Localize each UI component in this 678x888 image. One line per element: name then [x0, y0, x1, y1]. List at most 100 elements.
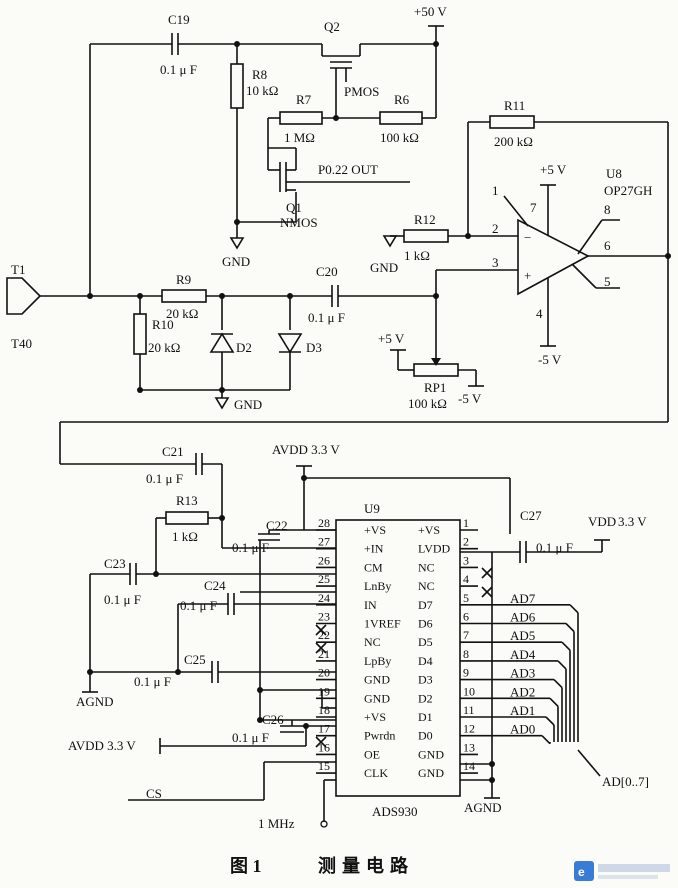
op-pin-1: 1 [492, 183, 499, 198]
pin-number: 9 [463, 666, 469, 680]
label-p5v-op: +5 V [540, 162, 567, 177]
label-c24: C24 [204, 578, 226, 593]
resistor-r11 [489, 115, 535, 129]
resistor-r13 [165, 511, 209, 525]
resistor-r6 [379, 111, 423, 125]
pin-number: 17 [318, 722, 330, 736]
label-u9: U9 [364, 501, 380, 516]
opamp-plus: + [524, 268, 531, 283]
pin-name: 1VREF [364, 617, 401, 631]
pin-number: 28 [318, 516, 330, 530]
pin-number: 6 [463, 610, 469, 624]
bus-line-label: AD4 [510, 647, 536, 662]
ground-symbol [229, 237, 245, 250]
label-r11: R11 [504, 98, 525, 113]
transducer-symbol [6, 277, 42, 315]
label-avdd-top: AVDD 3.3 V [272, 442, 340, 457]
pin-name: D3 [418, 673, 433, 687]
resistor-r12 [403, 229, 449, 243]
label-nmos: NMOS [280, 215, 318, 230]
pin-number: 14 [463, 759, 475, 773]
label-r10: R10 [152, 317, 174, 332]
label-c21: C21 [162, 444, 184, 459]
label-c26: C26 [262, 712, 284, 727]
value-r6: 100 kΩ [380, 130, 419, 145]
bus-line-label: AD7 [510, 591, 536, 606]
pin-name: GND [418, 766, 444, 780]
pin-number: 26 [318, 553, 330, 567]
label-op27: OP27GH [604, 183, 652, 198]
pin-number: 10 [463, 684, 475, 698]
pin-number: 7 [463, 628, 469, 642]
label-m5v-op: -5 V [538, 352, 562, 367]
label-rp1: RP1 [424, 380, 446, 395]
bus-line-label: AD6 [510, 610, 536, 625]
label-gnd-r12: GND [370, 260, 398, 275]
pin-name: NC [418, 579, 435, 593]
label-r13: R13 [176, 493, 198, 508]
label-u8: U8 [606, 166, 622, 181]
label-r7: R7 [296, 92, 312, 107]
value-c23: 0.1 μ F [104, 592, 141, 607]
pin-name: LVDD [418, 542, 451, 556]
pin-number: 24 [318, 591, 330, 605]
chip-ads930 [335, 519, 461, 797]
resistor-r7 [279, 111, 323, 125]
pin-name: D7 [418, 598, 433, 612]
value-c25: 0.1 μ F [134, 674, 171, 689]
label-d3: D3 [306, 340, 322, 355]
label-t40: T40 [11, 336, 32, 351]
pin-name: +VS [364, 523, 386, 537]
pin-number: 27 [318, 535, 330, 549]
resistor-r9 [161, 289, 207, 303]
pin-name: D0 [418, 729, 433, 743]
label-vdd: VDD [588, 514, 616, 529]
pin-number: 25 [318, 572, 330, 586]
diode-d2 [209, 332, 235, 353]
value-r13: 1 kΩ [172, 529, 198, 544]
value-c19: 0.1 μ F [160, 62, 197, 77]
label-agnd-right: AGND [464, 800, 502, 815]
bus-line-label: AD2 [510, 684, 535, 699]
nmos-q1 [237, 118, 410, 223]
pin-number: 22 [318, 628, 330, 642]
pin-name: CM [364, 560, 383, 574]
value-c20: 0.1 μ F [308, 310, 345, 325]
eeworld-logo: e [574, 861, 670, 881]
label-c19: C19 [168, 12, 190, 27]
op-pin-7: 7 [530, 200, 537, 215]
label-avdd-left: AVDD 3.3 V [68, 738, 136, 753]
pin-number: 21 [318, 647, 330, 661]
label-gnd-top: GND [222, 254, 250, 269]
pin-name: OE [364, 747, 380, 761]
label-r12: R12 [414, 212, 436, 227]
label-bus: AD[0..7] [602, 774, 649, 789]
op-pin-3: 3 [492, 255, 499, 270]
label-c27: C27 [520, 508, 542, 523]
op-pin-6: 6 [604, 238, 611, 253]
op-pin-4: 4 [536, 306, 543, 321]
pin-name: +VS [364, 710, 386, 724]
pin-name: Pwrdn [364, 729, 395, 743]
pin-name: NC [418, 560, 435, 574]
value-rp1: 100 kΩ [408, 396, 447, 411]
caption-number: 图 1 [230, 856, 262, 876]
resistor-r8 [230, 63, 244, 109]
pin-number: 4 [463, 572, 469, 586]
pin-name: D6 [418, 617, 433, 631]
label-clock: 1 MHz [258, 816, 295, 831]
pin-name: +VS [418, 523, 440, 537]
pin-number: 8 [463, 647, 469, 661]
value-c27: 0.1 μ F [536, 540, 573, 555]
opamp-minus: − [524, 230, 531, 245]
pin-number: 12 [463, 722, 475, 736]
pin-name: IN [364, 598, 377, 612]
value-r8: 10 kΩ [246, 83, 278, 98]
opamp-u8 [517, 218, 590, 296]
pin-name: D1 [418, 710, 433, 724]
pin-number: 16 [318, 740, 330, 754]
pin-name: D5 [418, 635, 433, 649]
